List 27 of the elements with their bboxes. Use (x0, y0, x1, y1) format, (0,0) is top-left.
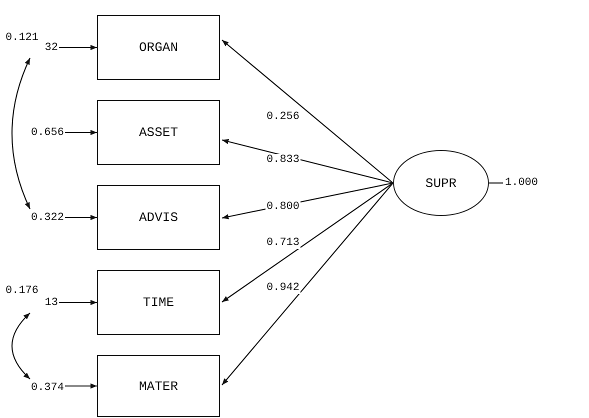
path-arrow (222, 139, 394, 184)
path-arrow (59, 44, 97, 50)
variable-box: MATER (97, 355, 220, 417)
path-arrow (65, 214, 97, 220)
variable-box: ADVIS (97, 185, 220, 250)
covariance-arrow (11, 58, 30, 210)
variance-value: 1.000 (505, 177, 545, 189)
variable-box: TIME (97, 270, 220, 335)
variable-box: ORGAN (97, 15, 220, 80)
covariance-arrow (11, 312, 30, 380)
path-arrow (59, 300, 97, 306)
connector-line (489, 182, 503, 184)
error-variance: 0.374 (26, 382, 64, 394)
path-arrow (65, 130, 97, 136)
error-variance: 32 (42, 42, 58, 54)
path-arrow (222, 40, 394, 184)
edge-label: 0.713 (266, 237, 300, 249)
variable-box: ASSET (97, 100, 220, 165)
latent-ellipse: SUPR (393, 150, 489, 216)
edge-label: 0.942 (266, 282, 300, 294)
error-variance: 13 (42, 297, 58, 309)
path-arrow (222, 182, 394, 302)
error-variance: 0.322 (26, 212, 64, 224)
edge-label: 0.800 (266, 201, 300, 213)
path-arrow (65, 383, 97, 389)
error-variance: 0.656 (26, 127, 64, 139)
path-arrow (222, 182, 394, 386)
